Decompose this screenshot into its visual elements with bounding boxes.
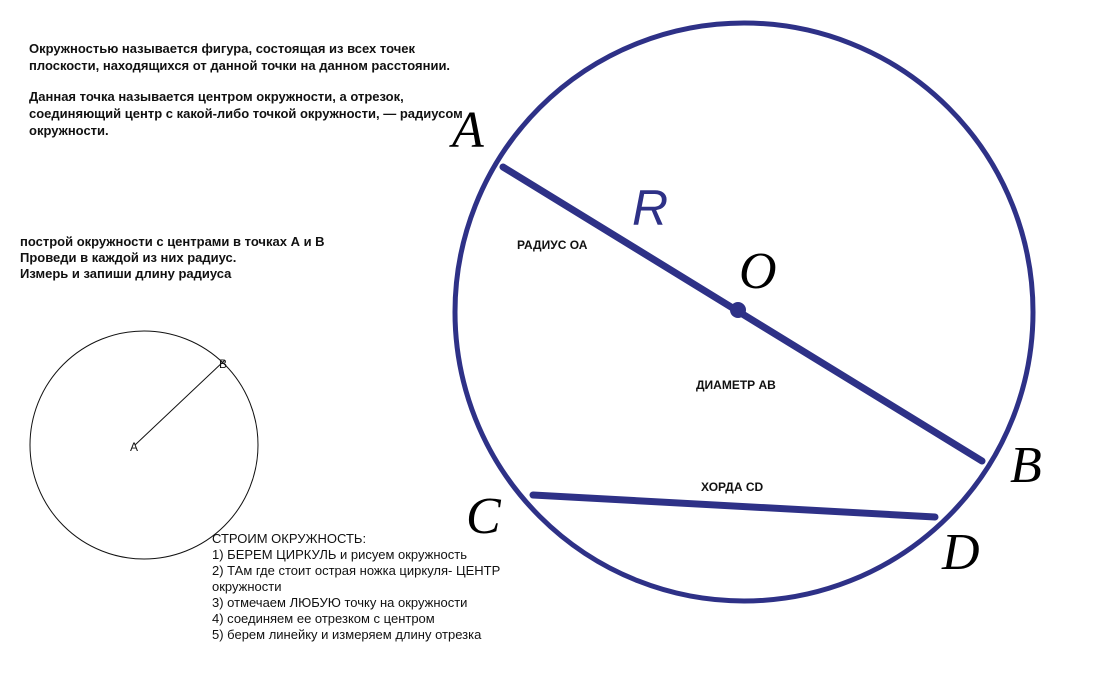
steps-line-6: 4) соединяем ее отрезком с центром: [212, 611, 435, 626]
point-d-label: D: [941, 524, 980, 581]
point-c-label: C: [466, 488, 502, 545]
steps-line-1: СТРОИМ ОКРУЖНОСТЬ:: [212, 531, 367, 546]
point-b-label: B: [1010, 437, 1042, 494]
definition-line-2: плоскости, находящихся от данной точки н…: [29, 58, 451, 73]
radius-r-label: R: [632, 180, 668, 236]
diameter-ab-label: ДИАМЕТР АВ: [696, 378, 776, 392]
point-a-label: A: [449, 102, 484, 159]
definition-line-4: соединяющий центр с какой-либо точкой ок…: [29, 106, 463, 121]
small-circle: [29, 330, 259, 560]
small-circle-point-label: В: [219, 357, 227, 371]
steps-line-3: 2) ТАм где стоит острая ножка циркуля- Ц…: [212, 563, 501, 578]
task-line-2: Проведи в каждой из них радиус.: [20, 250, 237, 265]
steps-line-5: 3) отмечаем ЛЮБУЮ точку на окружности: [212, 595, 468, 610]
radius-oa-label: РАДИУС ОА: [517, 238, 588, 252]
definition-line-5: окружности.: [29, 123, 109, 138]
steps-line-2: 1) БЕРЕМ ЦИРКУЛЬ и рисуем окружность: [212, 547, 467, 562]
chord-cd-label: ХОРДА CD: [701, 480, 763, 494]
task-line-1: построй окружности с центрами в точках А…: [20, 234, 325, 249]
center-o-label: O: [739, 243, 777, 300]
steps-line-4: окружности: [212, 579, 282, 594]
chord-cd: [529, 491, 939, 521]
small-circle-radius: [134, 359, 226, 446]
steps-line-7: 5) берем линейку и измеряем длину отрезк…: [212, 627, 482, 642]
definition-line-1: Окружностью называется фигура, состоящая…: [29, 41, 415, 56]
task-line-3: Измерь и запиши длину радиуса: [20, 266, 232, 281]
definition-line-3: Данная точка называется центром окружнос…: [29, 89, 404, 104]
big-circle: [452, 20, 1036, 604]
center-point-o: [730, 302, 746, 318]
small-circle-center-label: А: [130, 440, 138, 454]
